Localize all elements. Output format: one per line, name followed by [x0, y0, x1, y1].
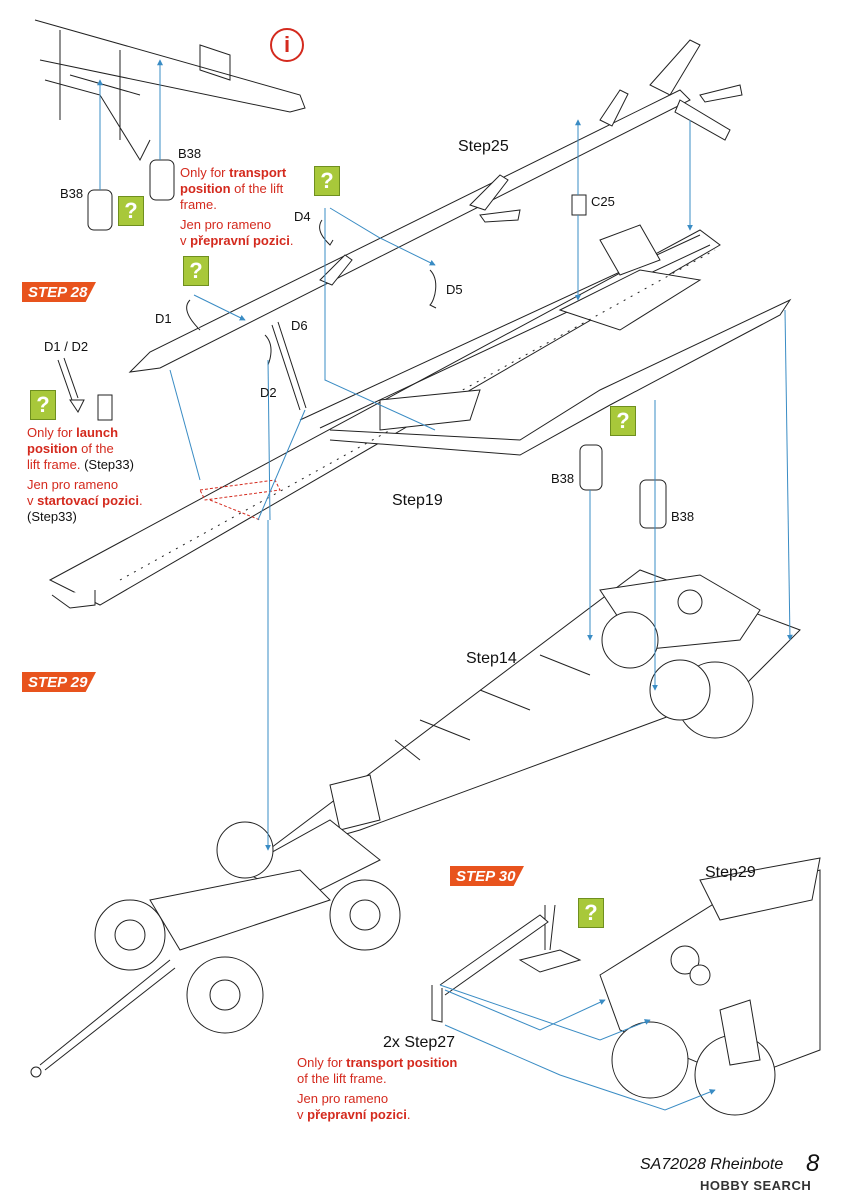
page-number: 8: [806, 1150, 820, 1177]
part-label-b38: B38: [551, 471, 575, 486]
question-mark-icon: ?: [578, 898, 604, 928]
part-label-b38: B38: [178, 146, 202, 161]
question-mark-icon: ?: [610, 406, 636, 436]
step27-label: 2x Step27: [383, 1034, 456, 1051]
question-mark-icon: ?: [314, 166, 340, 196]
bogie: [30, 821, 401, 1078]
step19-label: Step19: [392, 492, 443, 509]
step25-label: Step25: [458, 138, 509, 155]
info-icon: i: [270, 28, 304, 62]
part-label-d5: D5: [446, 282, 463, 297]
detail-frame-outline: [34, 19, 306, 113]
step-28-banner: STEP 28: [22, 282, 96, 302]
missile: [128, 39, 743, 373]
b38-parts: [87, 159, 667, 529]
small-parts: [57, 194, 587, 421]
trailer: [238, 569, 801, 901]
part-label-d6: D6: [291, 318, 308, 333]
step-30-banner: STEP 30: [450, 866, 524, 886]
part-label-b38: B38: [671, 509, 695, 524]
question-mark-icon: ?: [30, 390, 56, 420]
transport-note-top: Only for transport position of the lift …: [180, 165, 294, 248]
leader-lines: [97, 59, 793, 1111]
footer-title: SA72028 Rheinbote: [640, 1156, 784, 1173]
step29-detail: [599, 857, 821, 1116]
launch-note: Only for launch position of the lift fra…: [27, 425, 143, 524]
question-mark-icon: ?: [118, 196, 144, 226]
question-mark-icon: ?: [183, 256, 209, 286]
step30-parts: [431, 904, 582, 1023]
part-label-b38: B38: [60, 186, 84, 201]
part-label-d1: D1: [155, 311, 172, 326]
watermark: HOBBY SEARCH: [700, 1178, 812, 1193]
placement-hint: [199, 479, 281, 521]
part-label-c25: C25: [591, 194, 615, 209]
step29-label: Step29: [705, 864, 756, 881]
part-label-d2: D2: [260, 385, 277, 400]
launch-frame: [48, 224, 792, 609]
part-label-d4: D4: [294, 209, 311, 224]
transport-note-bottom: Only for transport position of the lift …: [297, 1055, 458, 1122]
part-label-d1-d2: D1 / D2: [44, 339, 89, 354]
step-29-banner: STEP 29: [22, 672, 96, 692]
step14-label: Step14: [466, 650, 517, 667]
